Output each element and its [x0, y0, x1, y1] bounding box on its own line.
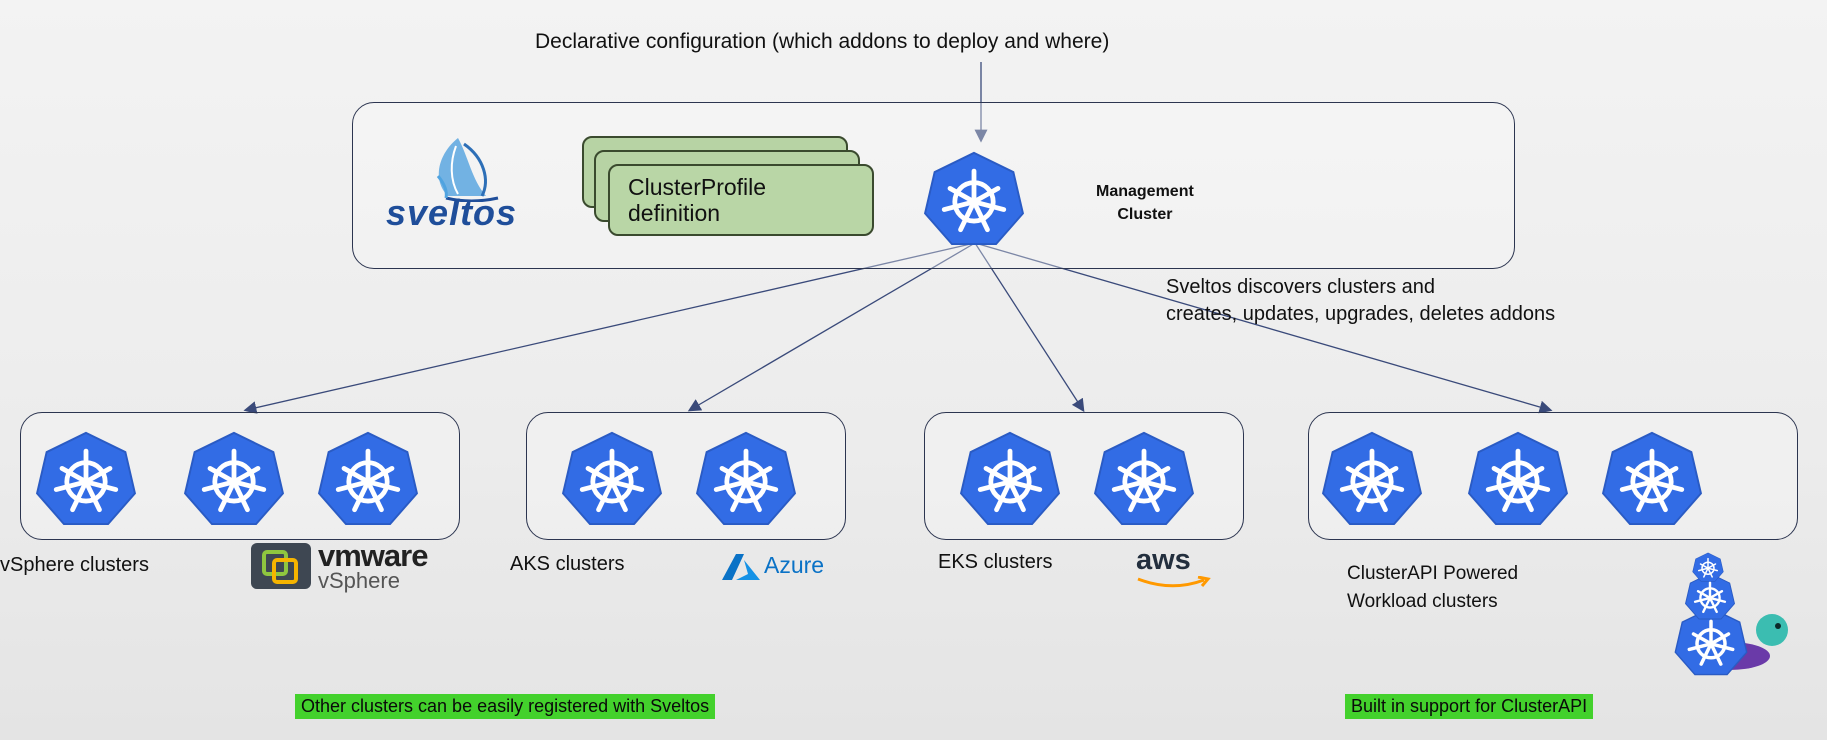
kubernetes-icon — [692, 430, 800, 526]
capi-label: ClusterAPI Powered Workload clusters — [1347, 560, 1518, 616]
aws-text: aws — [1136, 544, 1191, 576]
kubernetes-icon — [956, 430, 1064, 526]
vsphere-text: vSphere — [318, 568, 400, 593]
azure-text: Azure — [764, 552, 825, 578]
clusterprofile-line1: ClusterProfile — [628, 174, 767, 200]
kubernetes-icon — [1598, 430, 1706, 526]
config-caption: Declarative configuration (which addons … — [535, 30, 1110, 53]
clusterapi-turtle-logo — [1664, 548, 1794, 678]
arrow-to-vsphere — [243, 242, 976, 415]
arrow-to-eks — [974, 242, 1085, 413]
aws-logo: aws — [1136, 544, 1226, 588]
sveltos-logo: sveltos — [386, 132, 556, 237]
discover-text: Sveltos discovers clusters and creates, … — [1166, 274, 1555, 328]
other-clusters-note: Other clusters can be easily registered … — [295, 694, 716, 719]
kubernetes-icon — [314, 430, 422, 526]
azure-icon — [722, 554, 760, 580]
turtle-icon — [1673, 552, 1788, 676]
management-cluster-label: Management Cluster — [1096, 180, 1194, 226]
aws-smile-icon — [1137, 576, 1211, 588]
vmware-logo: vmware vSphere — [250, 538, 450, 593]
discover-line2: creates, updates, upgrades, deletes addo… — [1166, 303, 1556, 325]
vsphere-icon — [251, 543, 311, 589]
clusterprofile-card: ClusterProfile definition — [608, 164, 874, 236]
kubernetes-icon — [1090, 430, 1198, 526]
kubernetes-icon — [558, 430, 666, 526]
management-label-line1: Management — [1096, 183, 1194, 200]
capi-label-line1: ClusterAPI Powered — [1347, 563, 1519, 584]
capi-label-line2: Workload clusters — [1347, 591, 1498, 612]
management-label-line2: Cluster — [1117, 206, 1173, 223]
sailboat-icon — [436, 138, 499, 203]
kubernetes-icon — [1318, 430, 1426, 526]
kubernetes-icon — [920, 150, 1028, 246]
eks-clusters-label: EKS clusters — [938, 551, 1053, 573]
kubernetes-icon — [180, 430, 288, 526]
aks-clusters-label: AKS clusters — [510, 553, 625, 575]
sveltos-logo-text: sveltos — [386, 192, 518, 233]
clusterprofile-title: ClusterProfile definition — [628, 174, 766, 226]
vsphere-clusters-label: vSphere clusters — [0, 554, 149, 576]
kubernetes-icon — [32, 430, 140, 526]
arrow-to-capi — [974, 242, 1553, 414]
azure-logo: Azure — [722, 552, 862, 582]
kubernetes-icon — [1464, 430, 1572, 526]
clusterprofile-line2: definition — [628, 200, 721, 226]
vmware-text: vmware — [318, 538, 428, 573]
discover-line1: Sveltos discovers clusters and — [1166, 276, 1436, 298]
arrow-to-aks — [687, 242, 976, 412]
clusterapi-support-note: Built in support for ClusterAPI — [1345, 694, 1594, 719]
